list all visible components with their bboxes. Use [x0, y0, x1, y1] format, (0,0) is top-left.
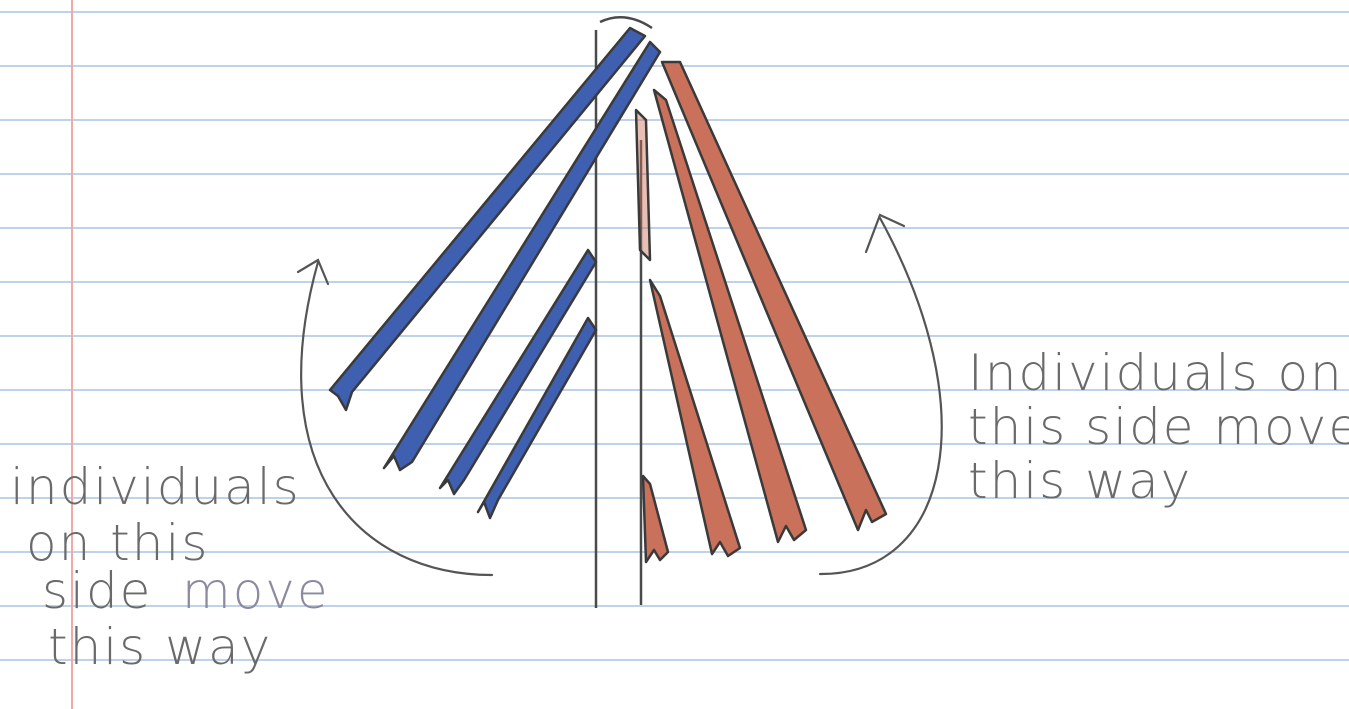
arrows: [298, 215, 942, 575]
left-label-line-4: this way: [48, 618, 272, 676]
left-label-line-1: individuals: [10, 458, 301, 516]
left-label-line-3: side: [42, 562, 152, 620]
left-label: individuals on this side move this way: [10, 458, 330, 676]
blue-branch-2: [384, 42, 660, 470]
left-label-line-3b: move: [182, 562, 330, 620]
blue-branch-1: [330, 28, 645, 410]
right-label-line-3: this way: [968, 452, 1192, 510]
right-label: Individuals on this side move this way: [968, 344, 1349, 510]
right-arrow-curve: [820, 218, 942, 574]
right-arrow-head: [866, 215, 904, 252]
red-branch-5: [636, 110, 650, 260]
right-label-line-2: this side move: [968, 398, 1349, 456]
red-branches: [636, 62, 886, 562]
red-branch-4: [643, 476, 668, 562]
trunk-top-cap: [600, 17, 652, 28]
right-label-line-1: Individuals on: [968, 344, 1344, 402]
